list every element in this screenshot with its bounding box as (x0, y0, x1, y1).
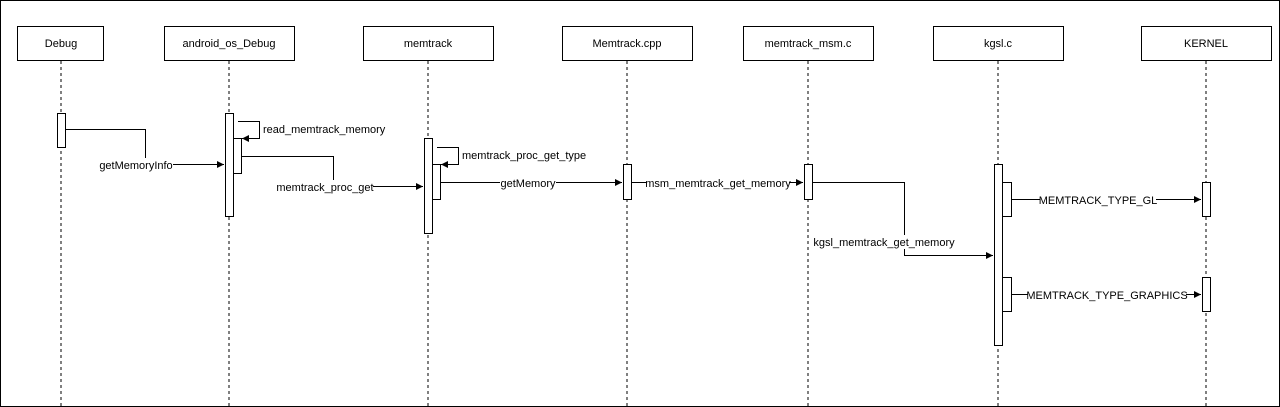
participant-memtrack-msm: memtrack_msm.c (743, 26, 874, 61)
activation-android-os-debug-nested (233, 138, 242, 174)
participant-kgsl: kgsl.c (933, 26, 1064, 61)
activation-kernel-graphics (1202, 277, 1211, 312)
message-get-memory-info: getMemoryInfo (66, 129, 224, 172)
message-memtrack-proc-get: memtrack_proc_get (242, 156, 423, 194)
participant-label: KERNEL (1184, 38, 1228, 50)
activation-kgsl (994, 164, 1003, 346)
message-memtrack-proc-get-type: memtrack_proc_get_type (437, 147, 586, 168)
message-read-memtrack-memory: read_memtrack_memory (238, 121, 386, 142)
participant-label: memtrack (404, 38, 453, 50)
message-label: kgsl_memtrack_get_memory (813, 237, 955, 249)
activation-memtrack-nested (432, 164, 441, 200)
message-label: getMemoryInfo (99, 160, 172, 172)
participant-label: kgsl.c (984, 38, 1013, 50)
activation-kernel-gl (1202, 182, 1211, 217)
participant-label: memtrack_msm.c (765, 38, 852, 50)
message-label: memtrack_proc_get_type (462, 150, 586, 162)
activation-kgsl-nested-gl (1002, 182, 1012, 217)
activation-memtrack-cpp (623, 164, 632, 200)
message-memtrack-type-gl: MEMTRACK_TYPE_GL (1012, 193, 1201, 207)
message-label: memtrack_proc_get (276, 182, 373, 194)
message-label: read_memtrack_memory (263, 124, 386, 136)
participant-memtrack: memtrack (363, 26, 494, 61)
activation-memtrack-msm (804, 164, 813, 200)
message-memtrack-type-graphics: MEMTRACK_TYPE_GRAPHICS (1012, 288, 1201, 302)
participant-android-os-debug: android_os_Debug (164, 26, 295, 61)
message-msm-memtrack-get-memory: msm_memtrack_get_memory (632, 176, 803, 190)
participant-label: android_os_Debug (183, 38, 276, 50)
activation-kgsl-nested-graphics (1002, 277, 1012, 312)
message-get-memory: getMemory (441, 176, 622, 190)
message-label: MEMTRACK_TYPE_GRAPHICS (1026, 290, 1187, 302)
message-kgsl-memtrack-get-memory: kgsl_memtrack_get_memory (813, 182, 993, 259)
participant-label: Memtrack.cpp (592, 38, 661, 50)
message-label: msm_memtrack_get_memory (645, 178, 791, 190)
message-label: MEMTRACK_TYPE_GL (1039, 195, 1158, 207)
message-label: getMemory (500, 178, 556, 190)
activation-android-os-debug (225, 113, 234, 217)
participant-label: Debug (45, 38, 77, 50)
activation-debug (57, 113, 66, 148)
participant-kernel: KERNEL (1141, 26, 1272, 61)
participant-debug: Debug (17, 26, 104, 61)
participant-memtrack-cpp: Memtrack.cpp (562, 26, 693, 61)
activation-memtrack (424, 138, 433, 234)
